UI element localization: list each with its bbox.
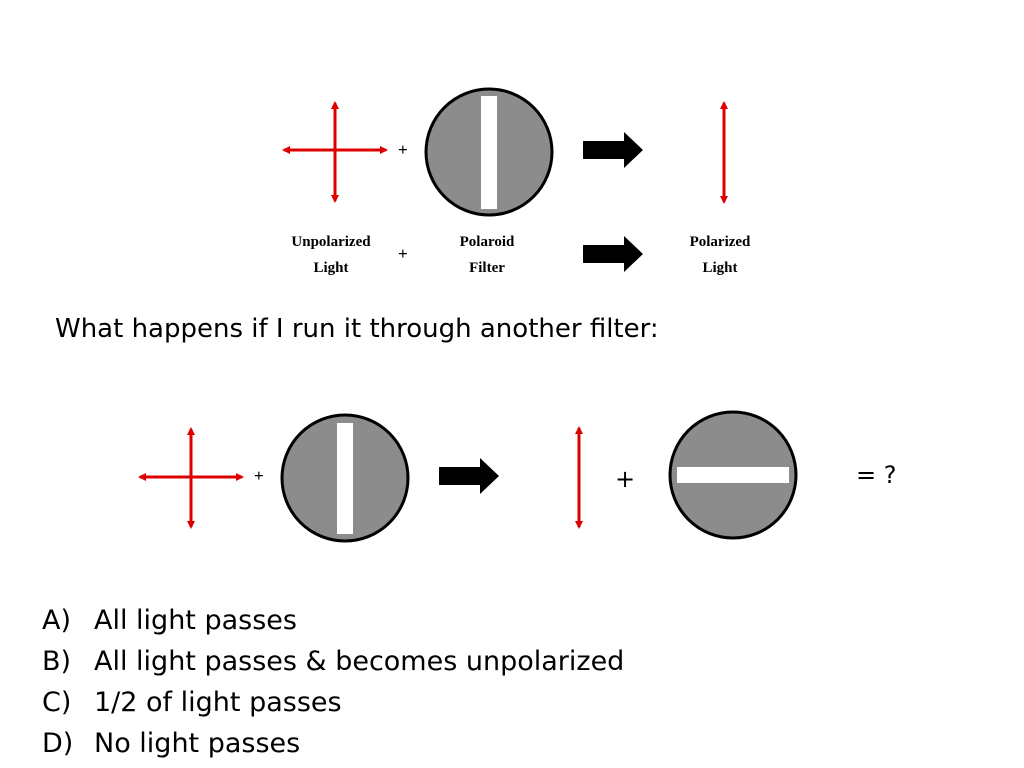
- choice-letter: B): [42, 646, 72, 677]
- unpolarized-light-icon: [138, 427, 244, 529]
- choice-b[interactable]: B) All light passes & becomes unpolarize…: [42, 641, 624, 682]
- plus-sign: +: [615, 465, 636, 493]
- question-text: What happens if I run it through another…: [55, 314, 659, 344]
- choice-letter: C): [42, 687, 72, 718]
- right-arrow-icon: [583, 236, 643, 272]
- plus-sign: +: [398, 244, 408, 263]
- plus-sign: +: [398, 140, 408, 159]
- choice-a[interactable]: A) All light passes: [42, 600, 624, 641]
- equals-question: = ?: [856, 461, 897, 489]
- right-arrow-icon: [583, 132, 643, 168]
- answer-choices: A) All light passes B) All light passes …: [42, 600, 624, 764]
- polaroid-filter-icon: [668, 410, 798, 540]
- choice-d[interactable]: D) No light passes: [42, 723, 624, 764]
- unpolarized-light-icon: [282, 101, 388, 203]
- unpolarized-light-label: Unpolarized Light: [291, 234, 371, 276]
- polaroid-filter-icon: [424, 87, 554, 217]
- choice-letter: D): [42, 728, 74, 759]
- polarized-light-label: Polarized Light: [689, 234, 751, 276]
- choice-letter: A): [42, 605, 72, 636]
- polaroid-filter-icon: [280, 413, 410, 543]
- right-arrow-icon: [439, 458, 499, 494]
- choice-text: 1/2 of light passes: [94, 687, 342, 718]
- choice-text: All light passes: [94, 605, 297, 636]
- choice-c[interactable]: C) 1/2 of light passes: [42, 682, 624, 723]
- choice-text: No light passes: [94, 728, 301, 759]
- plus-sign: +: [254, 466, 264, 485]
- polaroid-filter-label: Polaroid Filter: [459, 234, 515, 276]
- choice-text: All light passes & becomes unpolarized: [94, 646, 625, 677]
